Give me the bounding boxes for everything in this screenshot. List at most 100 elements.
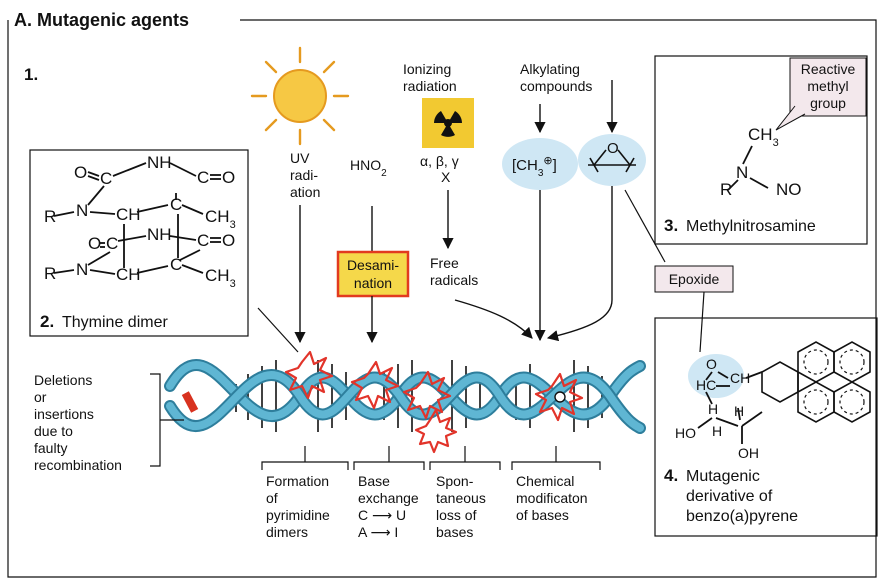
free-radicals-arrow [454, 299, 533, 339]
benzopyrene-caption-line2: derivative of [686, 488, 773, 505]
svg-text:O: O [706, 356, 717, 372]
dna-double-helix [164, 359, 646, 434]
effect-dimers-line1: Formation [266, 473, 329, 489]
ionizing-label-line2: radiation [403, 78, 457, 94]
damage-starburst-dimer [284, 350, 334, 400]
svg-text:CH3: CH3 [205, 266, 236, 290]
outer-frame [7, 19, 877, 578]
epoxide-o: O [607, 140, 619, 157]
reactive-methyl-line2: methyl [807, 78, 848, 94]
reactive-methyl-line1: Reactive [801, 61, 856, 77]
thymine-dimer-panel [29, 149, 249, 337]
effect-exchange-line4: A ⟶ I [358, 524, 398, 540]
svg-text:N: N [76, 201, 88, 220]
effect-loss-line1: Spon- [436, 473, 474, 489]
svg-text:R: R [44, 264, 56, 283]
svg-text:HC: HC [696, 377, 716, 393]
figure-title: A. Mutagenic agents [14, 10, 189, 30]
svg-text:C: C [197, 168, 209, 187]
free-radicals-line1: Free [430, 255, 459, 271]
methylnitrosamine-caption: Methylnitrosamine [686, 218, 816, 235]
benzopyrene-number: 4. [664, 466, 678, 485]
damage-starburst-exchange [350, 360, 400, 410]
svg-text:R: R [720, 180, 732, 199]
svg-text:CH: CH [116, 265, 141, 284]
epoxide-callout-line [699, 291, 705, 353]
methylnitrosamine-panel [654, 55, 868, 245]
uv-label-line2: radi- [290, 167, 318, 183]
effect-brackets [261, 446, 601, 470]
alkylating-label-line1: Alkylating [520, 61, 580, 77]
ionizing-label-line1: Ionizing [403, 61, 451, 77]
benzopyrene-panel [654, 317, 878, 537]
epoxide-ring-bubble [688, 354, 744, 398]
methylnitrosamine-structure: CH3 N R NO [720, 125, 802, 199]
reactive-methyl-callout [789, 57, 867, 117]
damage-starburst-chemical [534, 372, 584, 422]
svg-text:C: C [170, 255, 182, 274]
effect-exchange-line3: C ⟶ U [358, 507, 406, 523]
effect-exchange-line2: exchange [358, 490, 419, 506]
free-radicals-line2: radicals [430, 272, 478, 288]
uv-label-line3: ation [290, 184, 320, 200]
reactive-methyl-line3: group [810, 95, 846, 111]
effect-chemical-line2: modificaton [516, 490, 588, 506]
epoxide-callout-label: Epoxide [669, 271, 720, 287]
svg-text:C: C [197, 231, 209, 250]
svg-text:H: H [708, 401, 718, 417]
thymine-dimer-number: 2. [40, 312, 54, 331]
svg-text:C: C [100, 169, 112, 188]
desamination-line1: Desami- [347, 257, 399, 273]
deletions-line2: or [34, 389, 47, 405]
sun-icon [250, 46, 350, 146]
effect-chemical-line3: of bases [516, 507, 569, 523]
epoxide-arrow [546, 186, 613, 342]
methylnitrosamine-number: 3. [664, 216, 678, 235]
svg-text:O: O [222, 231, 235, 250]
effect-dimers-line3: pyrimidine [266, 507, 330, 523]
svg-text:O: O [74, 163, 87, 182]
callout-tail [775, 105, 806, 131]
effect-dimers-line2: of [266, 490, 278, 506]
svg-text:CH: CH [730, 370, 750, 386]
svg-text:R: R [44, 207, 56, 226]
radiation-trefoil-icon [422, 98, 474, 148]
epoxide-ring-icon [588, 149, 636, 173]
effect-exchange-line1: Base [358, 473, 390, 489]
effect-dimers-line4: dimers [266, 524, 308, 540]
ionizing-types: α, β, γ [420, 153, 459, 169]
damage-starburst-loss-2 [414, 408, 458, 454]
deletions-line5: faulty [34, 440, 67, 456]
panel-1-number: 1. [24, 65, 38, 84]
modified-base-marker [554, 391, 566, 403]
svg-text:O: O [222, 168, 235, 187]
deletions-line1: Deletions [34, 372, 92, 388]
benzopyrene-structure: O HC CH H HO H H OH [675, 341, 871, 461]
svg-text:CH: CH [116, 205, 141, 224]
ch3-ion: [CH3⊕] [512, 155, 557, 179]
svg-text:NH: NH [147, 225, 172, 244]
epoxide-callout-pointer [624, 189, 666, 263]
svg-text:CH3: CH3 [748, 125, 779, 149]
svg-text:N: N [76, 260, 88, 279]
ch3-bubble [502, 138, 578, 190]
effect-loss-line4: bases [436, 524, 473, 540]
svg-text:CH3: CH3 [205, 207, 236, 231]
svg-text:OH: OH [738, 445, 759, 461]
svg-text:HO: HO [675, 425, 696, 441]
ionizing-x: X [441, 169, 451, 185]
svg-text:N: N [736, 163, 748, 182]
alkylating-label-line2: compounds [520, 78, 592, 94]
svg-text:C: C [170, 195, 182, 214]
dimer-pointer-line [257, 307, 299, 353]
uv-label-line1: UV [290, 150, 310, 166]
epoxide-callout [654, 265, 734, 293]
benzopyrene-caption-line1: Mutagenic [686, 468, 760, 485]
effect-loss-line3: loss of [436, 507, 477, 523]
desamination-box [336, 250, 410, 298]
thymine-dimer-structure: O C NH C O R N CH C CH3 O C NH C O R N C… [44, 153, 236, 290]
deletions-line6: recombination [34, 457, 122, 473]
effect-loss-line2: taneous [436, 490, 486, 506]
epoxide-bubble [578, 134, 646, 186]
